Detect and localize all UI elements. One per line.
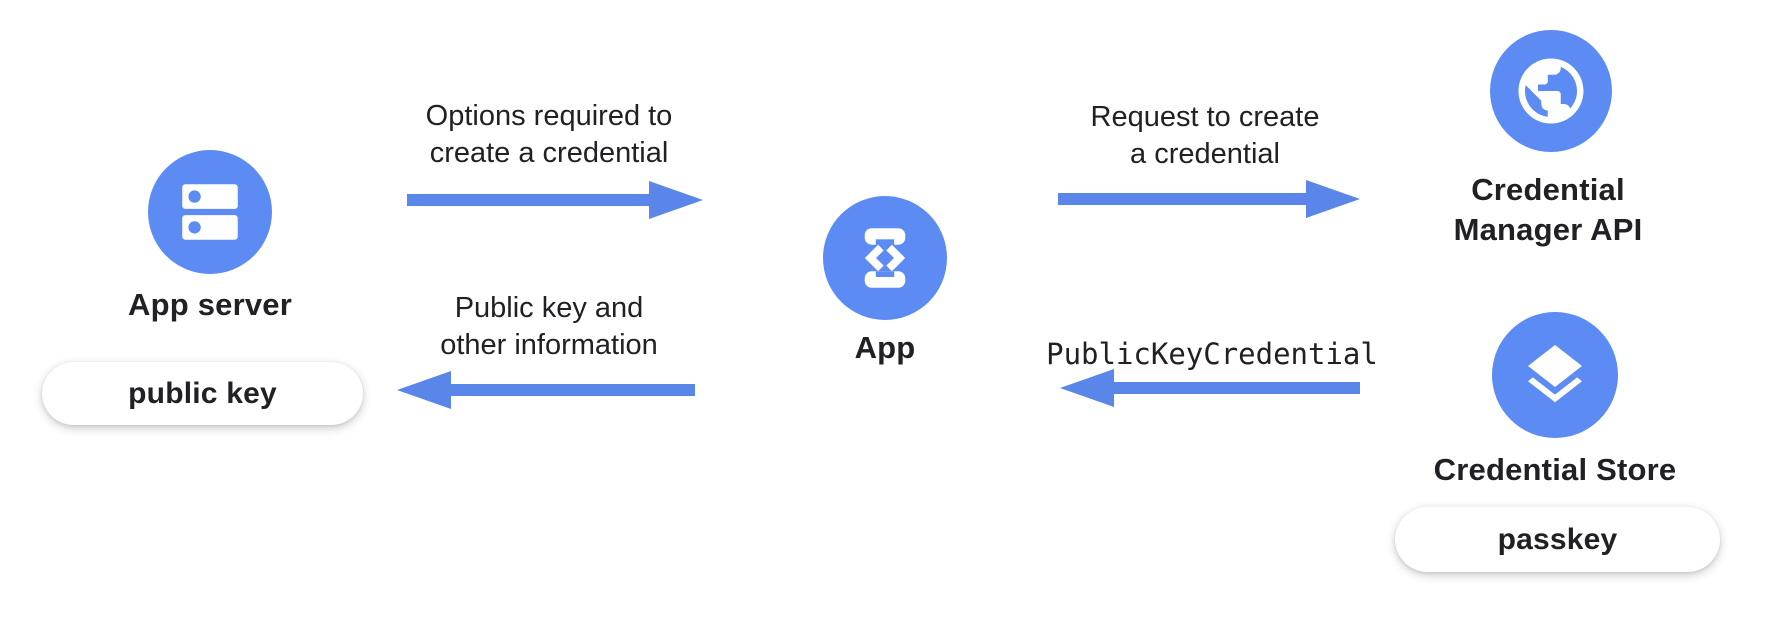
credential-store-label: Credential Store <box>1433 452 1677 487</box>
request-flow-label-line2: a credential <box>1130 138 1280 170</box>
arrow-shaft <box>1106 382 1360 394</box>
arrow-head-right-icon <box>1306 180 1360 218</box>
app-server-node <box>148 150 272 274</box>
public-key-flow-label-line1: Public key and <box>454 292 644 324</box>
options-flow-label-line2: create a credential <box>429 137 669 169</box>
arrow-head-left-icon <box>397 371 451 409</box>
public-key-flow-label-line2: other information <box>440 329 658 361</box>
options-flow-label-line1: Options required to <box>425 100 673 132</box>
server-icon <box>173 175 247 249</box>
credential-manager-api-label-line1: Credential <box>1471 172 1625 207</box>
public-key-flow-label: Public key and other information <box>349 290 749 364</box>
arrow-shaft <box>443 384 695 396</box>
request-flow-label: Request to create a credential <box>1005 99 1405 173</box>
arrow-shaft <box>407 194 657 206</box>
public-key-flow-arrow-left <box>397 371 695 409</box>
credential-manager-api-label-line2: Manager API <box>1453 212 1643 247</box>
arrow-head-right-icon <box>649 181 703 219</box>
layers-icon <box>1519 339 1591 411</box>
options-flow-arrow-right <box>407 181 703 219</box>
request-flow-label-line1: Request to create <box>1090 101 1320 133</box>
app-label: App <box>854 330 916 365</box>
publickeycredential-flow-arrow-left <box>1060 369 1360 407</box>
arrow-shaft <box>1058 193 1314 205</box>
app-node <box>823 196 947 320</box>
public-key-badge: public key <box>42 362 363 425</box>
globe-icon <box>1512 52 1590 130</box>
publickeycredential-flow-label: PublicKeyCredential <box>1046 337 1378 371</box>
public-key-badge-label: public key <box>128 376 277 410</box>
arrow-head-left-icon <box>1060 369 1114 407</box>
phone-code-icon <box>847 220 923 296</box>
options-flow-label: Options required to create a credential <box>349 98 749 172</box>
credential-store-node <box>1492 312 1618 438</box>
credential-manager-api-label: Credential Manager API <box>1398 170 1698 250</box>
passkey-badge: passkey <box>1395 507 1720 572</box>
passkey-badge-label: passkey <box>1497 522 1618 556</box>
credential-manager-api-node <box>1490 30 1612 152</box>
request-flow-arrow-right <box>1058 180 1360 218</box>
app-server-label: App server <box>128 287 292 322</box>
